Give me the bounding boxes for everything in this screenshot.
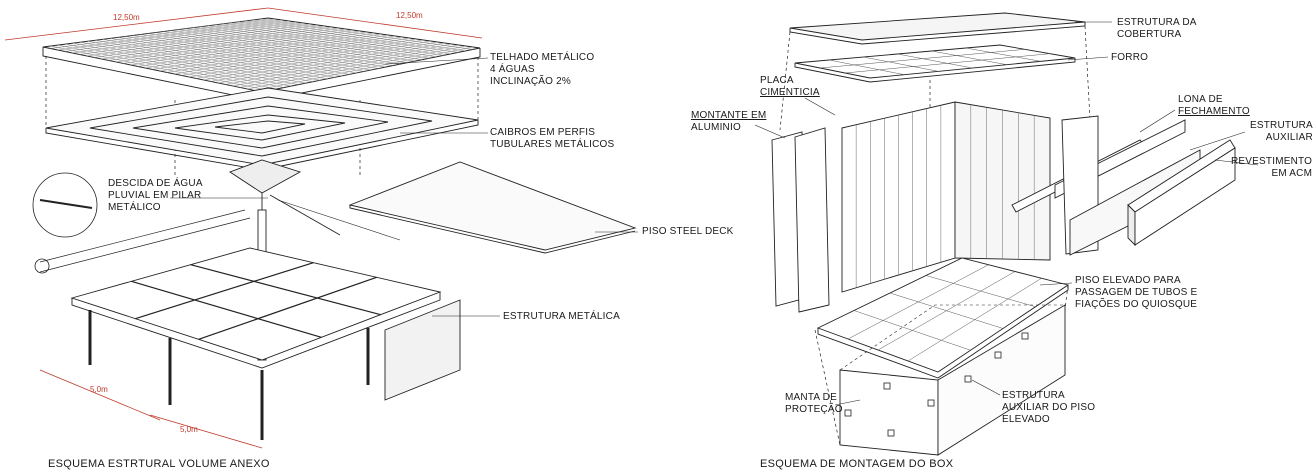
floor-pedestals (844, 332, 1029, 437)
steel-frame (70, 247, 461, 440)
label-forro: FORRO (1111, 52, 1149, 63)
label-lona: LONA DE FECHAMENTO (1178, 94, 1250, 117)
caption-right: ESQUEMA DE MONTAGEM DO BOX (760, 458, 954, 470)
detail-callout (32, 172, 251, 274)
raised-floor (816, 257, 1070, 379)
dimension-bottom-right: 5,0m (180, 425, 198, 434)
dimension-top-left: 12,50m (113, 13, 140, 22)
acm-cladding (1127, 139, 1236, 247)
label-telhado: TELHADO METÁLICO 4 ÁGUAS INCLINAÇÃO 2% (490, 52, 595, 87)
roof-metal (42, 17, 481, 102)
label-piso-elevado: PISO ELEVADO PARA PASSAGEM DE TUBOS E FI… (1075, 275, 1198, 310)
steel-deck-panel (348, 161, 637, 254)
box-ceiling (794, 44, 1076, 83)
cement-board-walls (841, 101, 1179, 293)
label-manta: MANTA DE PROTEÇÃO (785, 392, 843, 415)
label-estrutura-piso: ESTRUTURA AUXILIAR DO PISO ELEVADO (1002, 390, 1096, 425)
right-box-diagram (754, 12, 1259, 456)
label-estrutura-metalica: ESTRUTURA METÁLICA (503, 311, 620, 322)
rafters-layer (45, 87, 479, 171)
leader-lines (170, 57, 638, 317)
aluminium-posts (771, 127, 830, 313)
label-estrutura-cobertura: ESTRUTURA DA COBERTURA (1117, 17, 1197, 40)
label-placa: PLACA CIMENTICIA (760, 75, 820, 98)
caption-left: ESQUEMA ESTRTURAL VOLUME ANEXO (48, 458, 270, 470)
box-roof-structure (789, 12, 1086, 45)
label-piso-steel-deck: PISO STEEL DECK (642, 226, 734, 237)
left-structure-diagram (4, 7, 638, 449)
label-caibros: CAIBROS EM PERFIS TUBULARES METÁLICOS (490, 127, 615, 150)
dimension-top-right: 12,50m (396, 11, 423, 20)
dimension-lines (4, 7, 483, 449)
dimension-bottom-left: 5,0m (90, 385, 108, 394)
label-estrutura-auxiliar: ESTRUTURA AUXILIAR (1250, 120, 1313, 143)
label-montante: MONTANTE EM ALUMINIO (691, 110, 767, 133)
label-descida: DESCIDA DE ÁGUA PLUVIAL EM PILAR METÁLIC… (108, 178, 203, 213)
label-revestimento: REVESTIMENTO EM ACM (1231, 156, 1313, 179)
floor-base-box (839, 304, 1066, 456)
box-leader-lines (754, 21, 1259, 406)
